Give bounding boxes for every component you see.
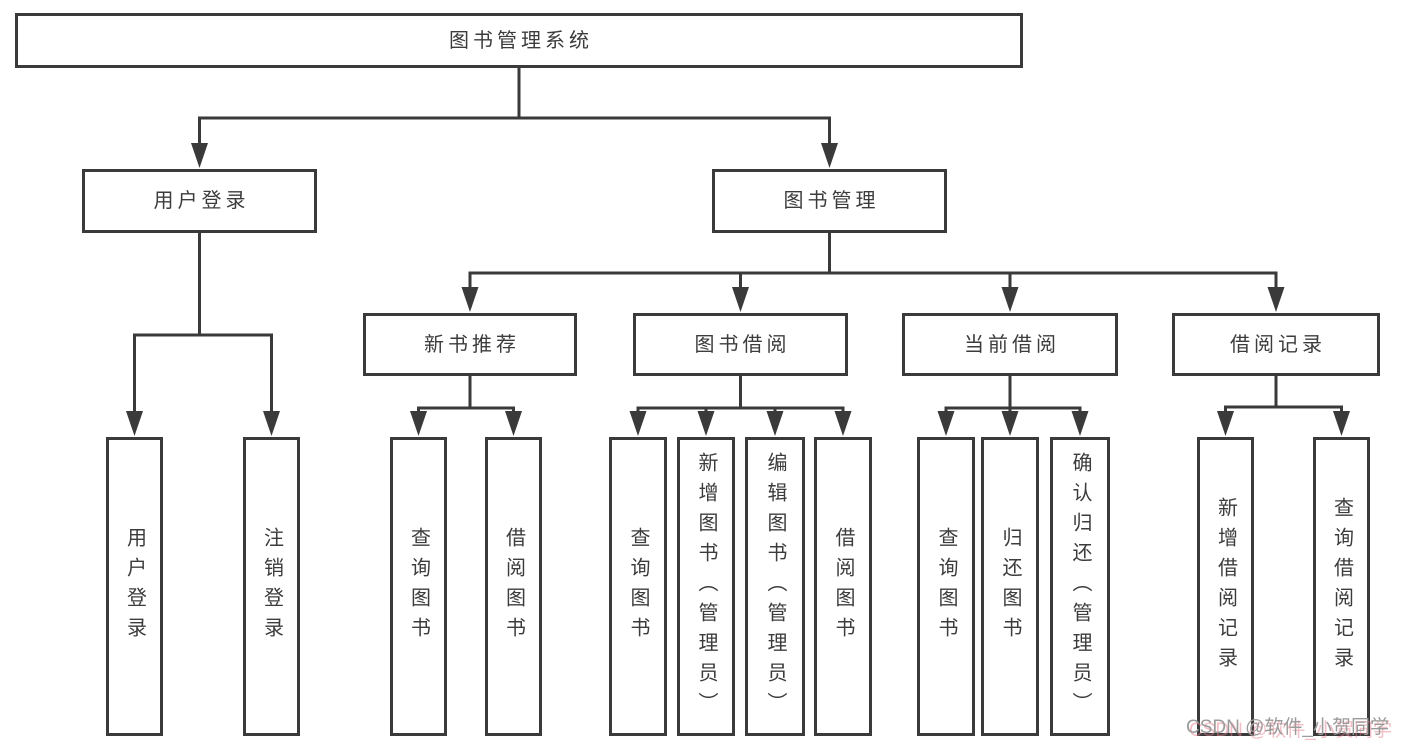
node-leaf-bb-query-label: 查询图书 (627, 526, 649, 647)
node-leaf-br-query-box: 查询借阅记录 (1313, 437, 1370, 736)
node-book-borrow-box: 图书借阅 (633, 313, 848, 376)
node-root-box: 图书管理系统 (15, 13, 1023, 68)
node-leaf-cb-confirm-box: 确认归还（管理员） (1050, 437, 1110, 736)
node-leaf-user-login-box: 用户登录 (106, 437, 163, 736)
node-leaf-bb-edit-label: 编辑图书（管理员） (764, 451, 786, 722)
node-user-login-box: 用户登录 (82, 169, 317, 233)
node-leaf-cb-query-box: 查询图书 (917, 437, 975, 736)
node-book-mgmt-box: 图书管理 (712, 169, 947, 233)
node-leaf-bb-add-box: 新增图书（管理员） (677, 437, 735, 736)
node-leaf-logout-box: 注销登录 (243, 437, 300, 736)
node-current-borrow-box: 当前借阅 (902, 313, 1118, 376)
node-leaf-cb-return-label: 归还图书 (999, 526, 1021, 647)
node-current-borrow-label: 当前借阅 (964, 333, 1060, 356)
node-leaf-user-login-label: 用户登录 (123, 526, 146, 647)
node-leaf-br-query-label: 查询借阅记录 (1330, 496, 1353, 677)
node-book-borrow-label: 图书借阅 (694, 333, 791, 356)
node-leaf-nbr-query-box: 查询图书 (390, 437, 447, 736)
node-new-book-rec-label: 新书推荐 (424, 333, 520, 356)
node-leaf-nbr-query-label: 查询图书 (407, 526, 430, 647)
node-leaf-nbr-borrow-box: 借阅图书 (485, 437, 542, 736)
node-leaf-bb-borrow-label: 借阅图书 (832, 526, 854, 647)
node-leaf-bb-borrow-box: 借阅图书 (814, 437, 872, 736)
node-leaf-br-add-label: 新增借阅记录 (1214, 496, 1237, 677)
node-leaf-bb-edit-box: 编辑图书（管理员） (745, 437, 805, 736)
node-book-mgmt-label: 图书管理 (783, 190, 880, 212)
node-leaf-bb-query-box: 查询图书 (609, 437, 667, 736)
node-borrow-records-box: 借阅记录 (1172, 313, 1380, 376)
node-leaf-cb-return-box: 归还图书 (981, 437, 1039, 736)
node-leaf-cb-confirm-label: 确认归还（管理员） (1069, 451, 1091, 722)
node-root-label: 图书管理系统 (449, 29, 593, 52)
node-leaf-cb-query-label: 查询图书 (935, 526, 957, 647)
node-leaf-bb-add-label: 新增图书（管理员） (695, 451, 717, 722)
node-leaf-br-add-box: 新增借阅记录 (1197, 437, 1254, 736)
node-leaf-logout-label: 注销登录 (260, 526, 283, 647)
watermark-text: CSDN @软件_小贺同学 (1186, 717, 1389, 738)
node-borrow-records-label: 借阅记录 (1230, 333, 1326, 356)
node-user-login-label: 用户登录 (153, 190, 250, 212)
node-new-book-rec-box: 新书推荐 (363, 313, 577, 376)
node-leaf-nbr-borrow-label: 借阅图书 (502, 526, 525, 647)
